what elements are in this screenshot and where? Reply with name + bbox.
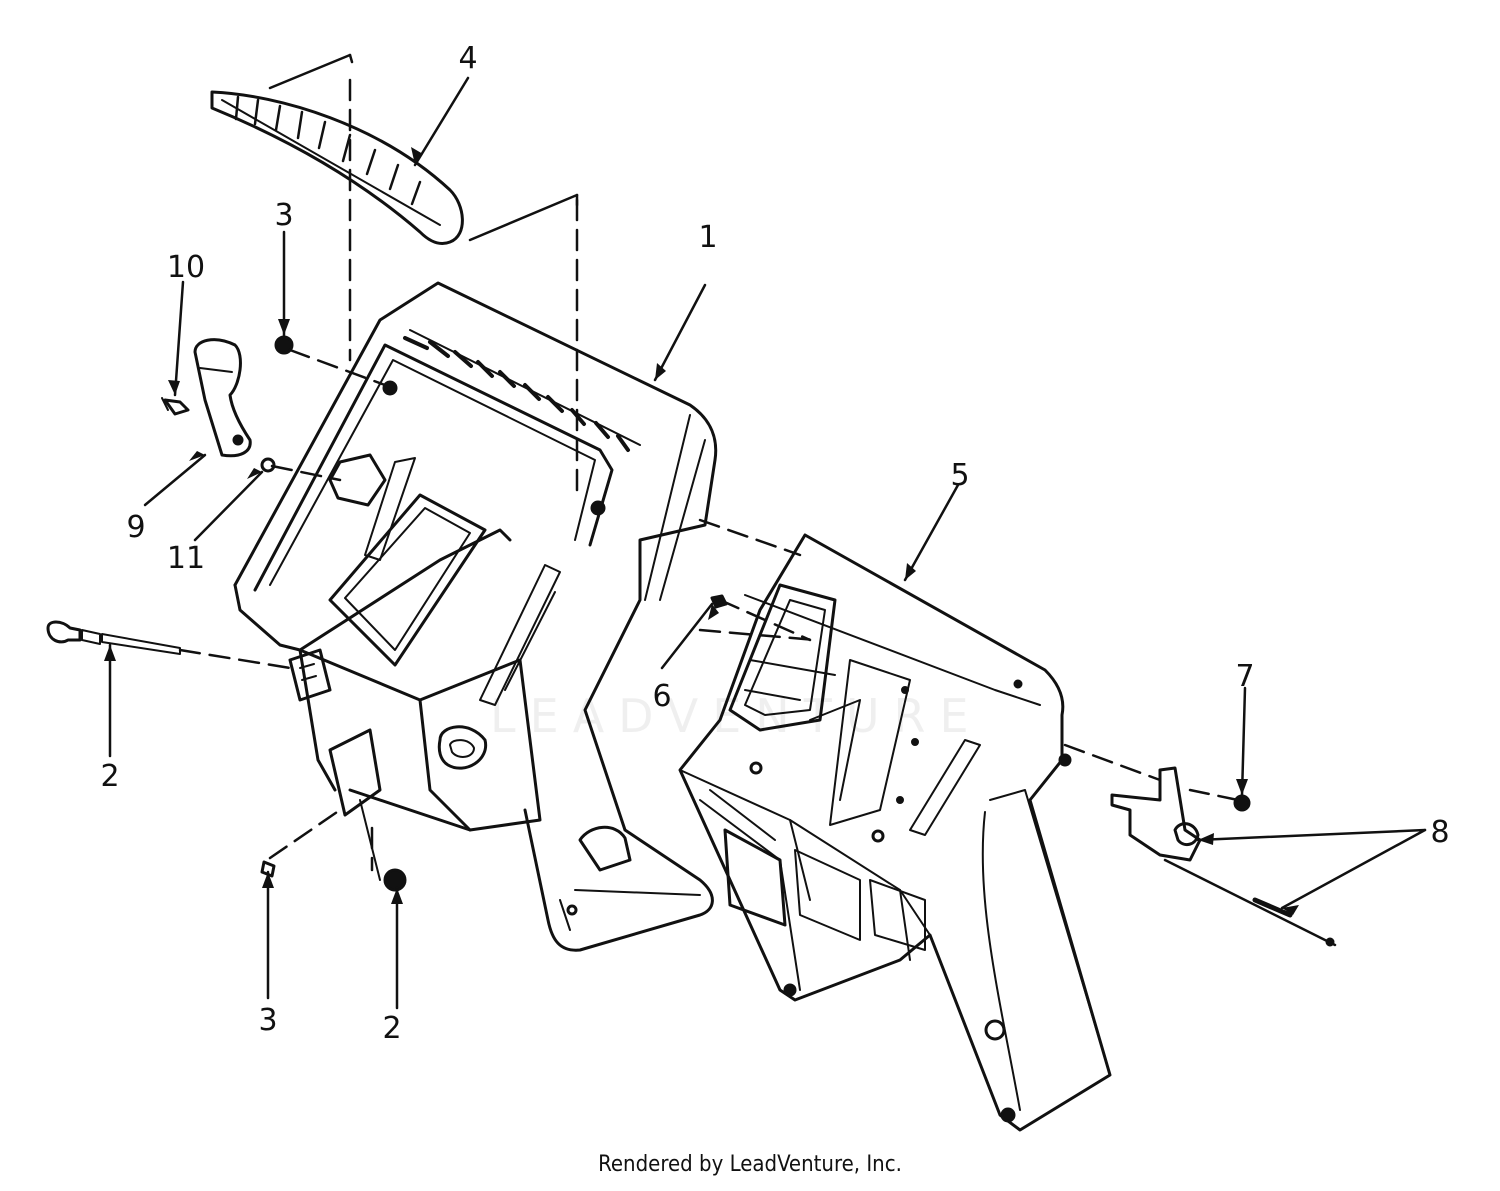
dash-panel — [233, 281, 718, 952]
screw-part — [161, 397, 190, 416]
rod-part — [46, 620, 181, 655]
top-trim-strip — [210, 90, 464, 246]
callout-2-bottom: 2 — [382, 1011, 401, 1046]
callout-5: 5 — [950, 458, 969, 493]
callout-1: 1 — [698, 220, 717, 255]
screw-bottom — [260, 860, 276, 878]
callout-9: 9 — [126, 510, 145, 545]
small-nut-part — [260, 457, 276, 473]
nut-part-7 — [1233, 794, 1251, 812]
callout-3-top: 3 — [274, 198, 293, 233]
arrowheads — [104, 147, 1299, 915]
callout-3-bottom: 3 — [258, 1003, 277, 1038]
phantom-lines — [178, 78, 1240, 872]
callout-8: 8 — [1430, 815, 1449, 850]
callout-2-left: 2 — [100, 759, 119, 794]
nut-bottom — [383, 868, 407, 892]
bracket-part-8 — [1110, 766, 1337, 947]
callout-7: 7 — [1235, 659, 1254, 694]
callout-4: 4 — [458, 41, 477, 76]
leader-lines — [108, 53, 1427, 1010]
callout-10: 10 — [167, 250, 205, 285]
pedestal-frame — [678, 533, 1112, 1132]
callout-11: 11 — [167, 541, 205, 576]
footer-credit: Rendered by LeadVenture, Inc. — [598, 1152, 902, 1177]
callout-6: 6 — [652, 679, 671, 714]
lever-part — [193, 338, 252, 458]
fastener-top — [274, 335, 294, 355]
